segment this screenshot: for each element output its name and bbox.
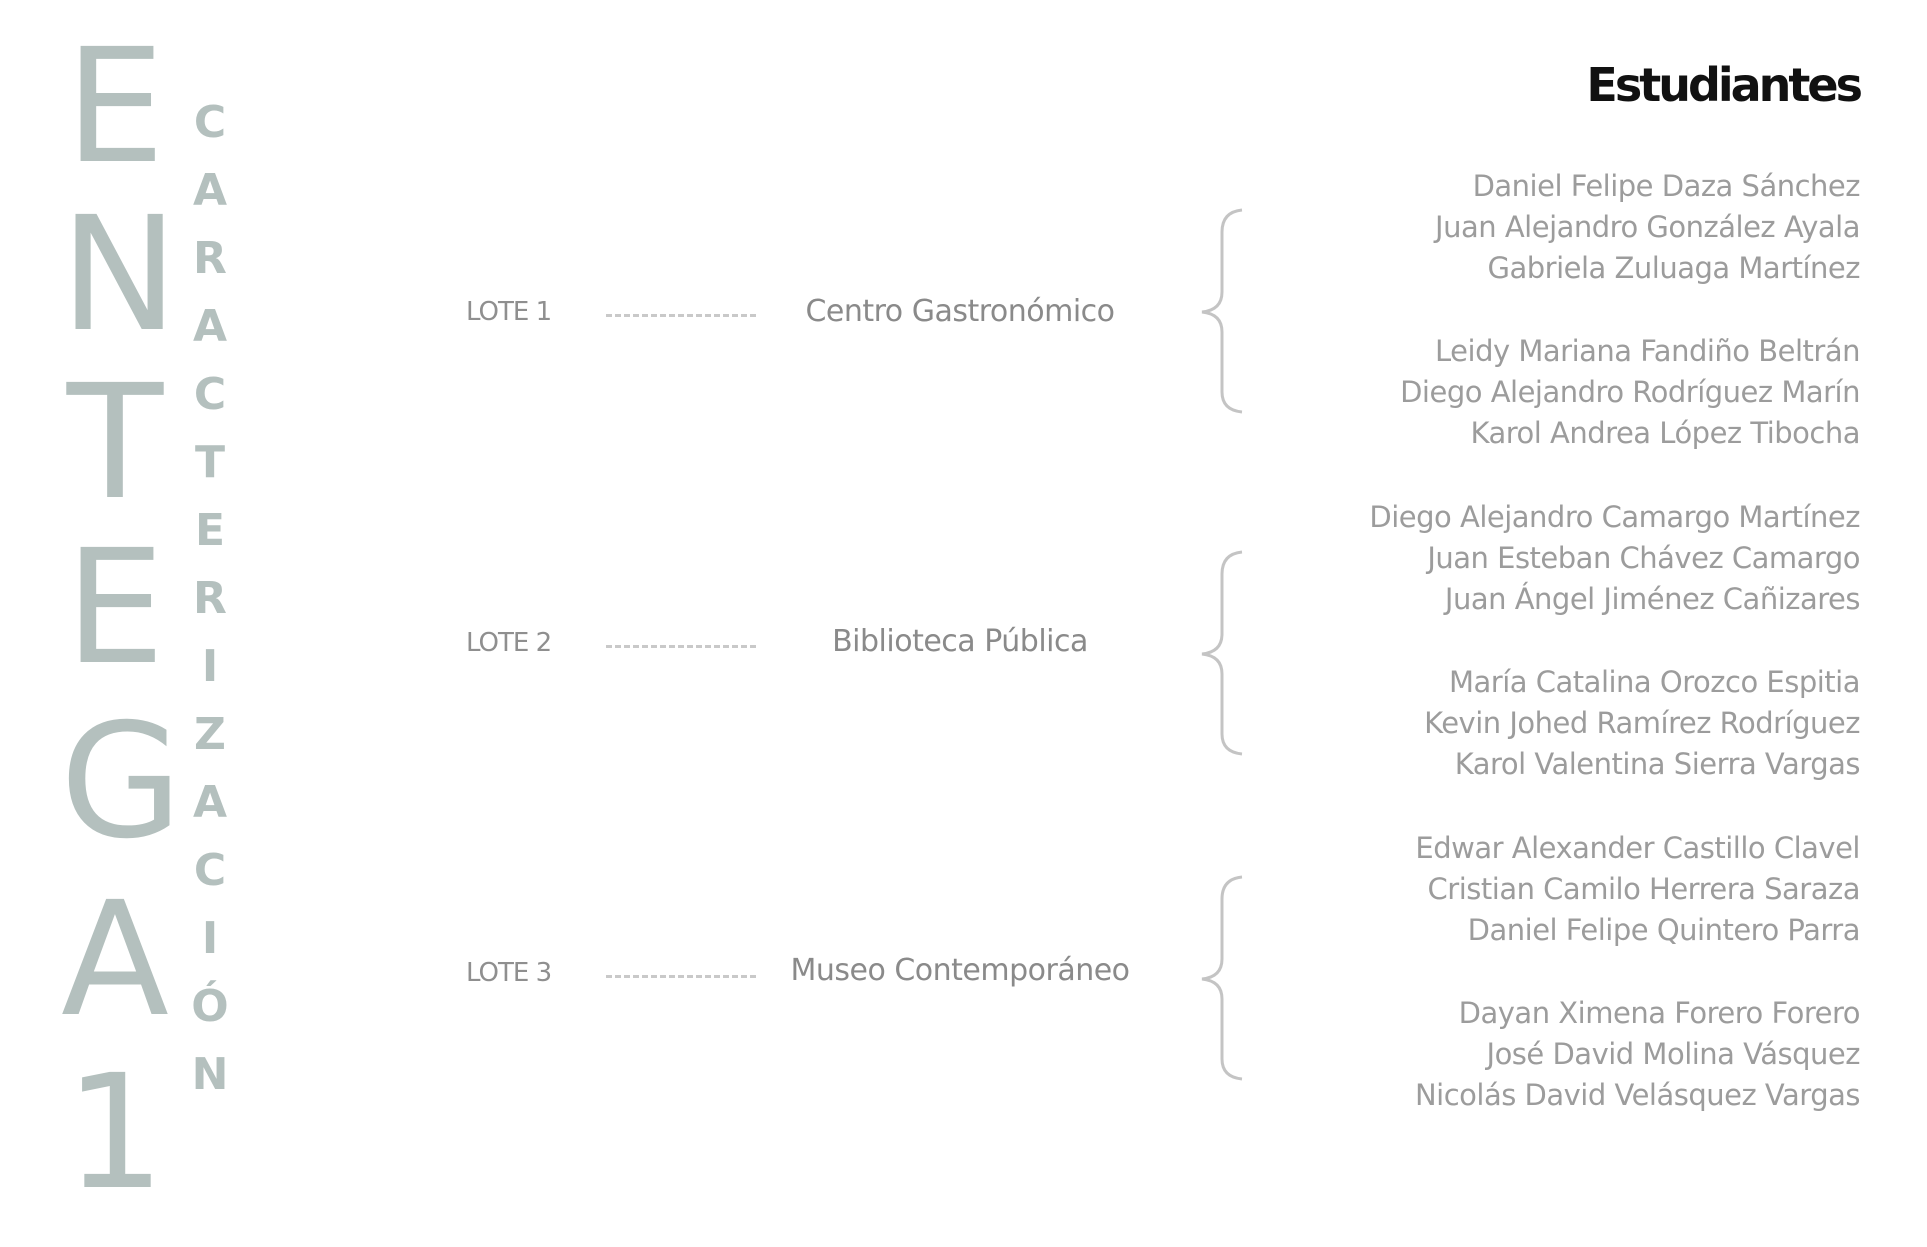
small-letter: N <box>191 1049 229 1100</box>
small-letter: E <box>194 505 226 556</box>
curly-brace-icon <box>1201 875 1243 1081</box>
student-name: Karol Valentina Sierra Vargas <box>1454 747 1861 781</box>
small-letter: I <box>201 913 219 964</box>
curly-brace-icon <box>1201 550 1243 756</box>
small-letter: C <box>193 845 227 896</box>
dashed-connector <box>606 645 756 648</box>
student-name: Juan Esteban Chávez Camargo <box>1427 541 1860 575</box>
lote-place: Museo Contemporáneo <box>790 953 1130 988</box>
small-letter: Ó <box>191 981 229 1032</box>
curly-brace-icon <box>1201 208 1243 414</box>
big-letter: G <box>60 690 183 874</box>
student-name: Gabriela Zuluaga Martínez <box>1487 251 1861 285</box>
small-letter: R <box>193 573 227 624</box>
lote-label: LOTE 3 <box>466 958 552 988</box>
student-list: Edwar Alexander Castillo Clavel Cristian… <box>1414 828 1861 1116</box>
student-list: Diego Alejandro Camargo Martínez Juan Es… <box>1369 497 1860 785</box>
student-name: María Catalina Orozco Espitia <box>1449 665 1860 699</box>
lote-place: Biblioteca Pública <box>832 624 1088 659</box>
small-letter: A <box>192 777 228 828</box>
student-list: Daniel Felipe Daza Sánchez Juan Alejandr… <box>1400 166 1860 454</box>
student-name: Karol Andrea López Tibocha <box>1470 416 1860 450</box>
small-letter: C <box>193 369 227 420</box>
student-name: Daniel Felipe Quintero Parra <box>1467 913 1861 947</box>
big-letter: T <box>66 351 164 535</box>
small-letter: I <box>201 641 219 692</box>
big-letter: A <box>60 868 170 1052</box>
lote-label: LOTE 2 <box>466 628 552 658</box>
student-name: Juan Alejandro González Ayala <box>1435 210 1860 244</box>
big-letter: E <box>65 15 165 199</box>
big-letter: E <box>65 516 165 700</box>
student-name: Cristian Camilo Herrera Saraza <box>1427 872 1861 906</box>
student-name: Kevin Johed Ramírez Rodríguez <box>1424 706 1860 740</box>
small-letter: Z <box>194 709 226 760</box>
big-letter: N <box>60 183 179 367</box>
small-letter: A <box>192 165 228 216</box>
student-name: Nicolás David Velásquez Vargas <box>1414 1078 1861 1112</box>
student-name: Diego Alejandro Camargo Martínez <box>1369 500 1860 534</box>
big-letter: 1 <box>64 1041 166 1225</box>
dashed-connector <box>606 975 756 978</box>
dashed-connector <box>606 314 756 317</box>
page-title: Estudiantes <box>1586 58 1863 112</box>
small-letter: A <box>192 301 228 352</box>
student-name: Leidy Mariana Fandiño Beltrán <box>1435 334 1860 368</box>
student-name: José David Molina Vásquez <box>1486 1037 1861 1071</box>
student-name: Juan Ángel Jiménez Cañizares <box>1444 582 1861 616</box>
lote-place: Centro Gastronómico <box>805 294 1115 329</box>
small-letter: T <box>194 437 225 488</box>
small-letter: C <box>193 97 227 148</box>
student-name: Dayan Ximena Forero Forero <box>1458 996 1861 1030</box>
lote-label: LOTE 1 <box>466 297 552 327</box>
student-name: Diego Alejandro Rodríguez Marín <box>1400 375 1860 409</box>
small-letter: R <box>193 233 227 284</box>
student-name: Edwar Alexander Castillo Clavel <box>1415 831 1860 865</box>
student-name: Daniel Felipe Daza Sánchez <box>1472 169 1861 203</box>
